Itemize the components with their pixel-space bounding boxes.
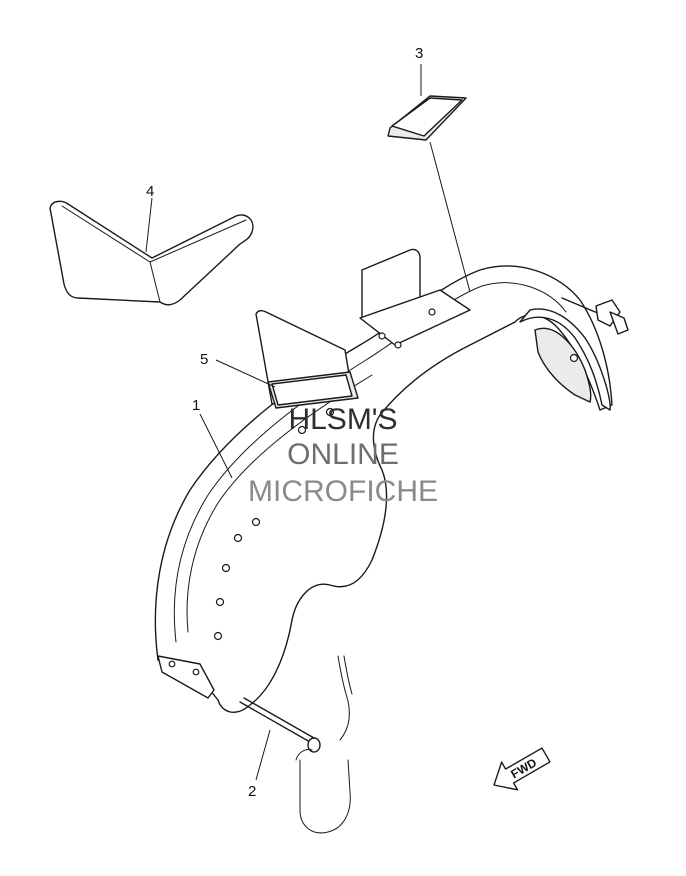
part-4-pad bbox=[49, 200, 254, 306]
part-3-decal bbox=[387, 95, 467, 141]
part-5-decal bbox=[267, 371, 359, 409]
leader-2 bbox=[255, 729, 271, 781]
leader-3b bbox=[429, 141, 471, 293]
part-2-rod bbox=[239, 655, 353, 834]
watermark-line-1: HLSM'S bbox=[288, 403, 398, 436]
part-1-fender bbox=[154, 248, 629, 713]
callout-3: 3 bbox=[415, 45, 423, 62]
callout-2: 2 bbox=[248, 783, 256, 800]
watermark-line-3: MICROFICHE bbox=[248, 475, 438, 508]
callout-5: 5 bbox=[200, 351, 208, 368]
callout-4: 4 bbox=[146, 183, 154, 200]
leader-5 bbox=[215, 359, 276, 388]
fwd-arrow: FWD bbox=[493, 747, 551, 791]
leader-1 bbox=[199, 413, 233, 479]
leader-4 bbox=[145, 197, 153, 253]
watermark-line-2: ONLINE bbox=[287, 438, 399, 471]
callout-1: 1 bbox=[192, 397, 200, 414]
